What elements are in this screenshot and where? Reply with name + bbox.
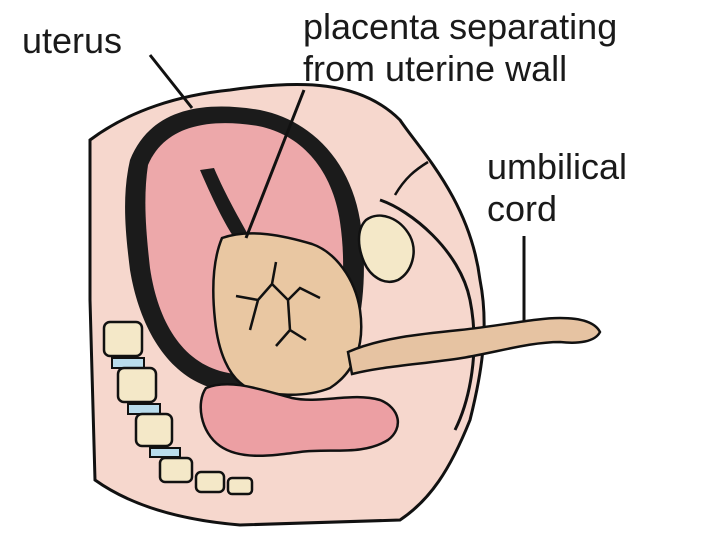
label-placenta-line-1: placenta separating	[303, 6, 617, 48]
label-umbilical-cord: umbilical cord	[487, 146, 627, 230]
label-uterus: uterus	[22, 20, 122, 62]
label-placenta-line-2: from uterine wall	[303, 48, 617, 90]
label-cord-line-2: cord	[487, 188, 627, 230]
label-uterus-text: uterus	[22, 20, 122, 62]
label-placenta: placenta separating from uterine wall	[303, 6, 617, 90]
label-cord-line-1: umbilical	[487, 146, 627, 188]
